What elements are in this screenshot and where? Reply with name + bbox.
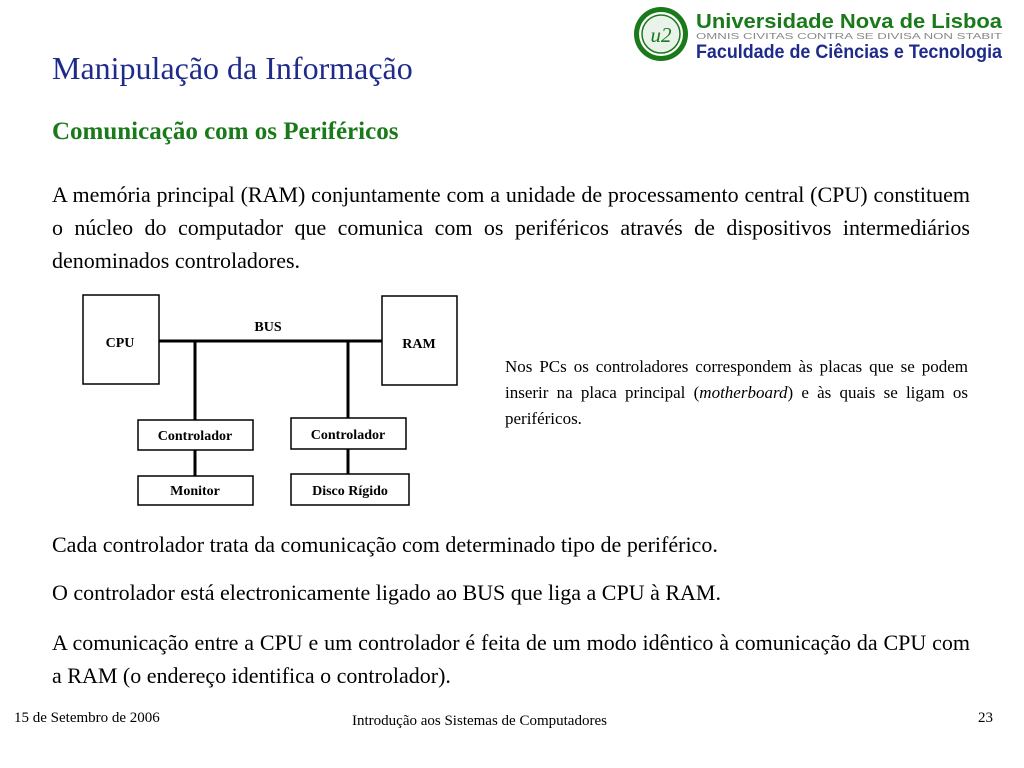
page-title: Manipulação da Informação [52, 50, 413, 86]
footer-date: 15 de Setembro de 2006 [14, 710, 160, 726]
controller-left-label: Controlador [158, 429, 232, 444]
bus-label: BUS [254, 320, 281, 335]
section-subtitle: Comunicação com os Periféricos [52, 118, 399, 145]
cpu-label: CPU [106, 336, 135, 351]
point-controller-role: Cada controlador trata da comunicação co… [52, 532, 718, 557]
bus-diagram: CPU RAM BUS Controlador Controlador Moni… [82, 294, 458, 506]
side-note-text-end: ) e às quais se ligam os periféricos. [505, 383, 968, 428]
university-name: Universidade Nova de Lisboa [696, 11, 1003, 33]
controller-right-label: Controlador [311, 428, 385, 443]
controller-right-box [290, 417, 407, 450]
monitor-label: Monitor [170, 484, 220, 499]
side-note: Nos PCs os controladores correspondem às… [505, 354, 968, 432]
monitor-box [137, 475, 254, 506]
side-note-text: Nos PCs os controladores correspondem às… [505, 357, 968, 402]
point-communication: A comunicação entre a CPU e um controlad… [52, 630, 970, 688]
ram-box [381, 295, 458, 386]
disk-label: Disco Rígido [312, 484, 388, 499]
disk-box [290, 473, 410, 506]
faculty-name: Faculdade de Ciências e Tecnologia [696, 42, 1002, 63]
side-note-emphasis: motherboard [699, 383, 788, 402]
university-emblem-icon: u2 [634, 7, 688, 61]
footer-course: Introdução aos Sistemas de Computadores [352, 713, 607, 729]
ram-label: RAM [402, 337, 435, 352]
university-logo: u2 Universidade Nova de Lisboa OMNIS CIV… [634, 7, 1003, 63]
point-controller-bus: O controlador está electronicamente liga… [52, 580, 721, 605]
cpu-box [82, 294, 160, 385]
emblem-text: u2 [651, 23, 673, 47]
intro-paragraph: A memória principal (RAM) conjuntamente … [52, 182, 970, 273]
page-number: 23 [978, 710, 993, 726]
controller-left-box [137, 419, 254, 451]
university-motto: OMNIS CIVITAS CONTRA SE DIVISA NON STABI… [696, 32, 1002, 41]
